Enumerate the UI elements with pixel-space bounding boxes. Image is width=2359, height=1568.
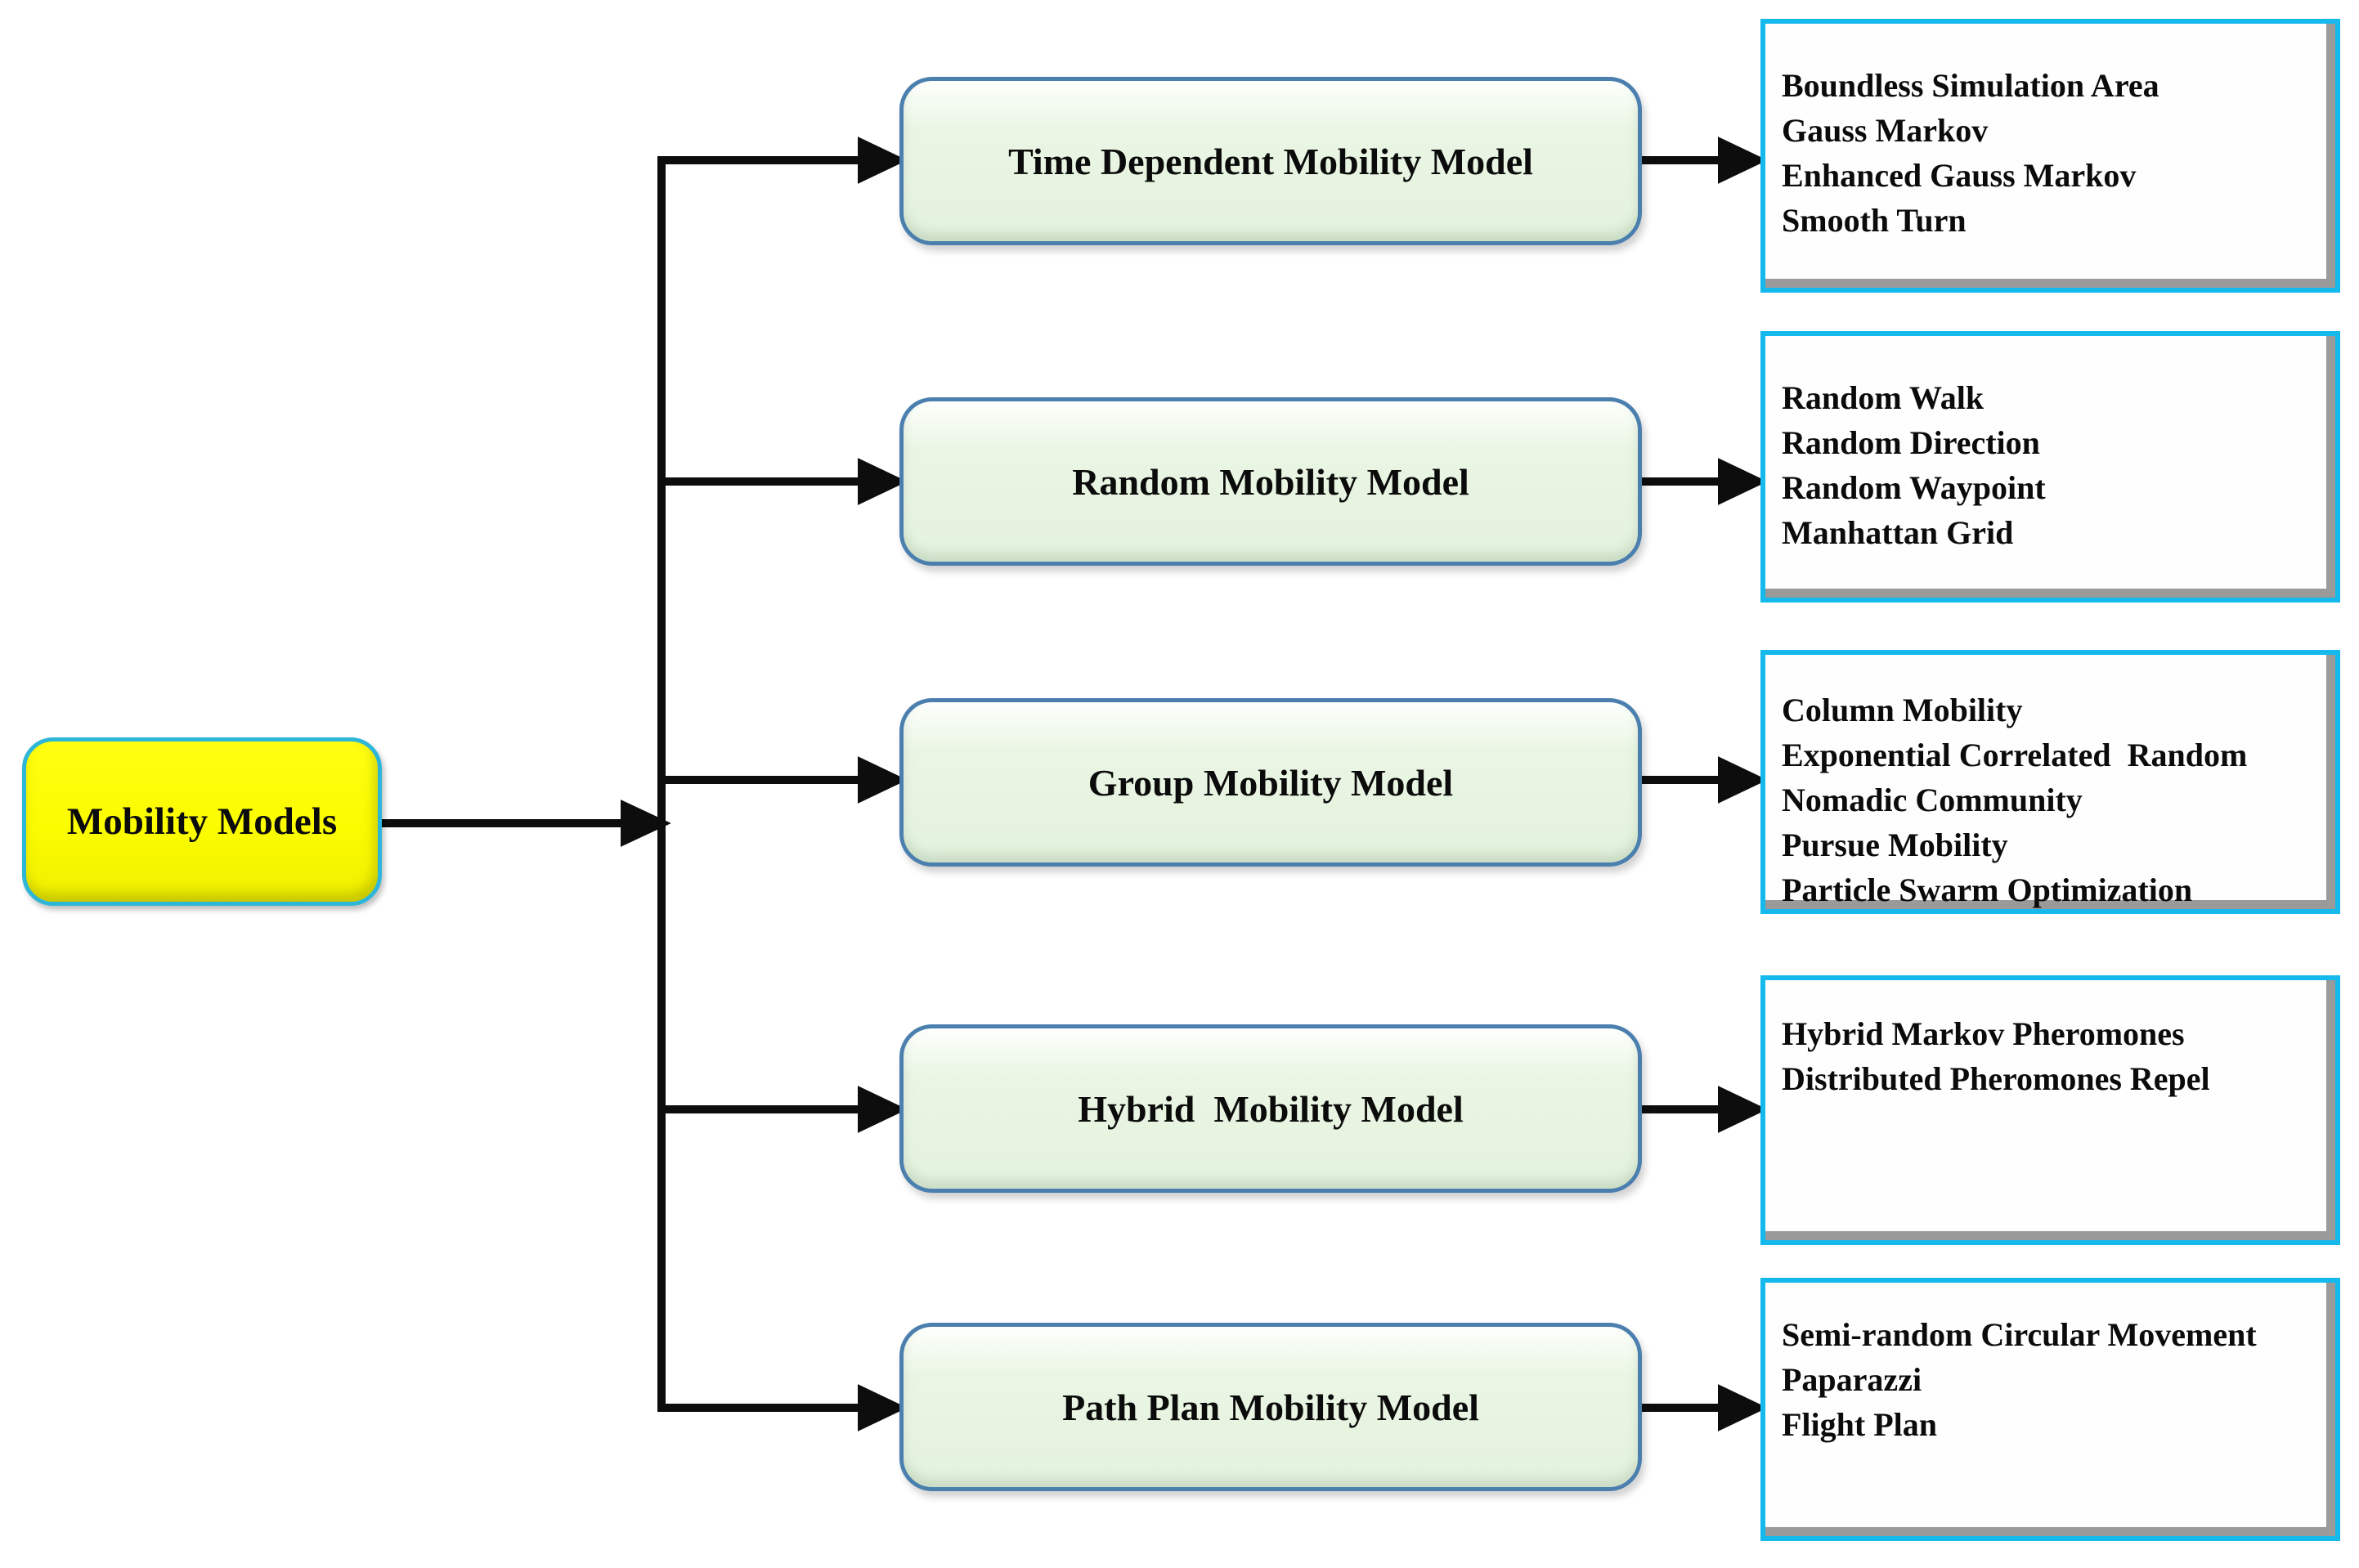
list-item: Distributed Pheromones Repel [1782,1060,2210,1097]
model-list-path-plan: Semi-random Circular Movement Paparazzi … [1760,1278,2340,1541]
list-arrowhead-3-icon [1718,756,1768,804]
list-item: Enhanced Gauss Markov [1782,157,2137,194]
list-item: Column Mobility [1782,692,2023,728]
root-arrowhead-icon [621,800,671,847]
branch-arrowhead-5-icon [858,1384,908,1431]
category-node-random: Random Mobility Model [899,397,1642,566]
category-node-path-plan: Path Plan Mobility Model [899,1323,1642,1491]
list-item: Random Waypoint [1782,469,2046,506]
list-arrowhead-5-icon [1718,1384,1768,1431]
list-item: Pursue Mobility [1782,827,2008,863]
list-item: Semi-random Circular Movement [1782,1316,2257,1353]
list-item: Exponential Correlated Random [1782,737,2248,773]
list-item: Boundless Simulation Area [1782,67,2159,104]
category-node-group: Group Mobility Model [899,698,1642,867]
list-item: Smooth Turn [1782,202,1967,239]
category-node-hybrid: Hybrid Mobility Model [899,1024,1642,1193]
list-item: Paparazzi [1782,1361,1922,1398]
list-item: Nomadic Community [1782,782,2083,818]
branch-arrowhead-3-icon [858,756,908,804]
branch-arrowhead-4-icon [858,1086,908,1133]
list-arrowhead-4-icon [1718,1086,1768,1133]
model-list-time-dependent: Boundless Simulation Area Gauss Markov E… [1760,19,2340,293]
list-item: Particle Swarm Optimization [1782,871,2193,908]
list-item: Random Direction [1782,424,2040,461]
branch-arrowhead-1-icon [858,137,908,184]
list-item: Gauss Markov [1782,112,1989,149]
branch-arrowhead-2-icon [858,458,908,505]
list-item: Hybrid Markov Pheromones [1782,1015,2185,1052]
category-node-time-dependent: Time Dependent Mobility Model [899,77,1642,245]
root-node-mobility-models: Mobility Models [22,737,382,906]
model-list-group: Column Mobility Exponential Correlated R… [1760,650,2340,914]
list-arrowhead-1-icon [1718,137,1768,184]
list-item: Flight Plan [1782,1406,1938,1443]
list-item: Manhattan Grid [1782,514,2014,551]
list-item: Random Walk [1782,379,1985,416]
list-arrowhead-2-icon [1718,458,1768,505]
model-list-hybrid: Hybrid Markov Pheromones Distributed Phe… [1760,975,2340,1245]
model-list-random: Random Walk Random Direction Random Wayp… [1760,331,2340,603]
